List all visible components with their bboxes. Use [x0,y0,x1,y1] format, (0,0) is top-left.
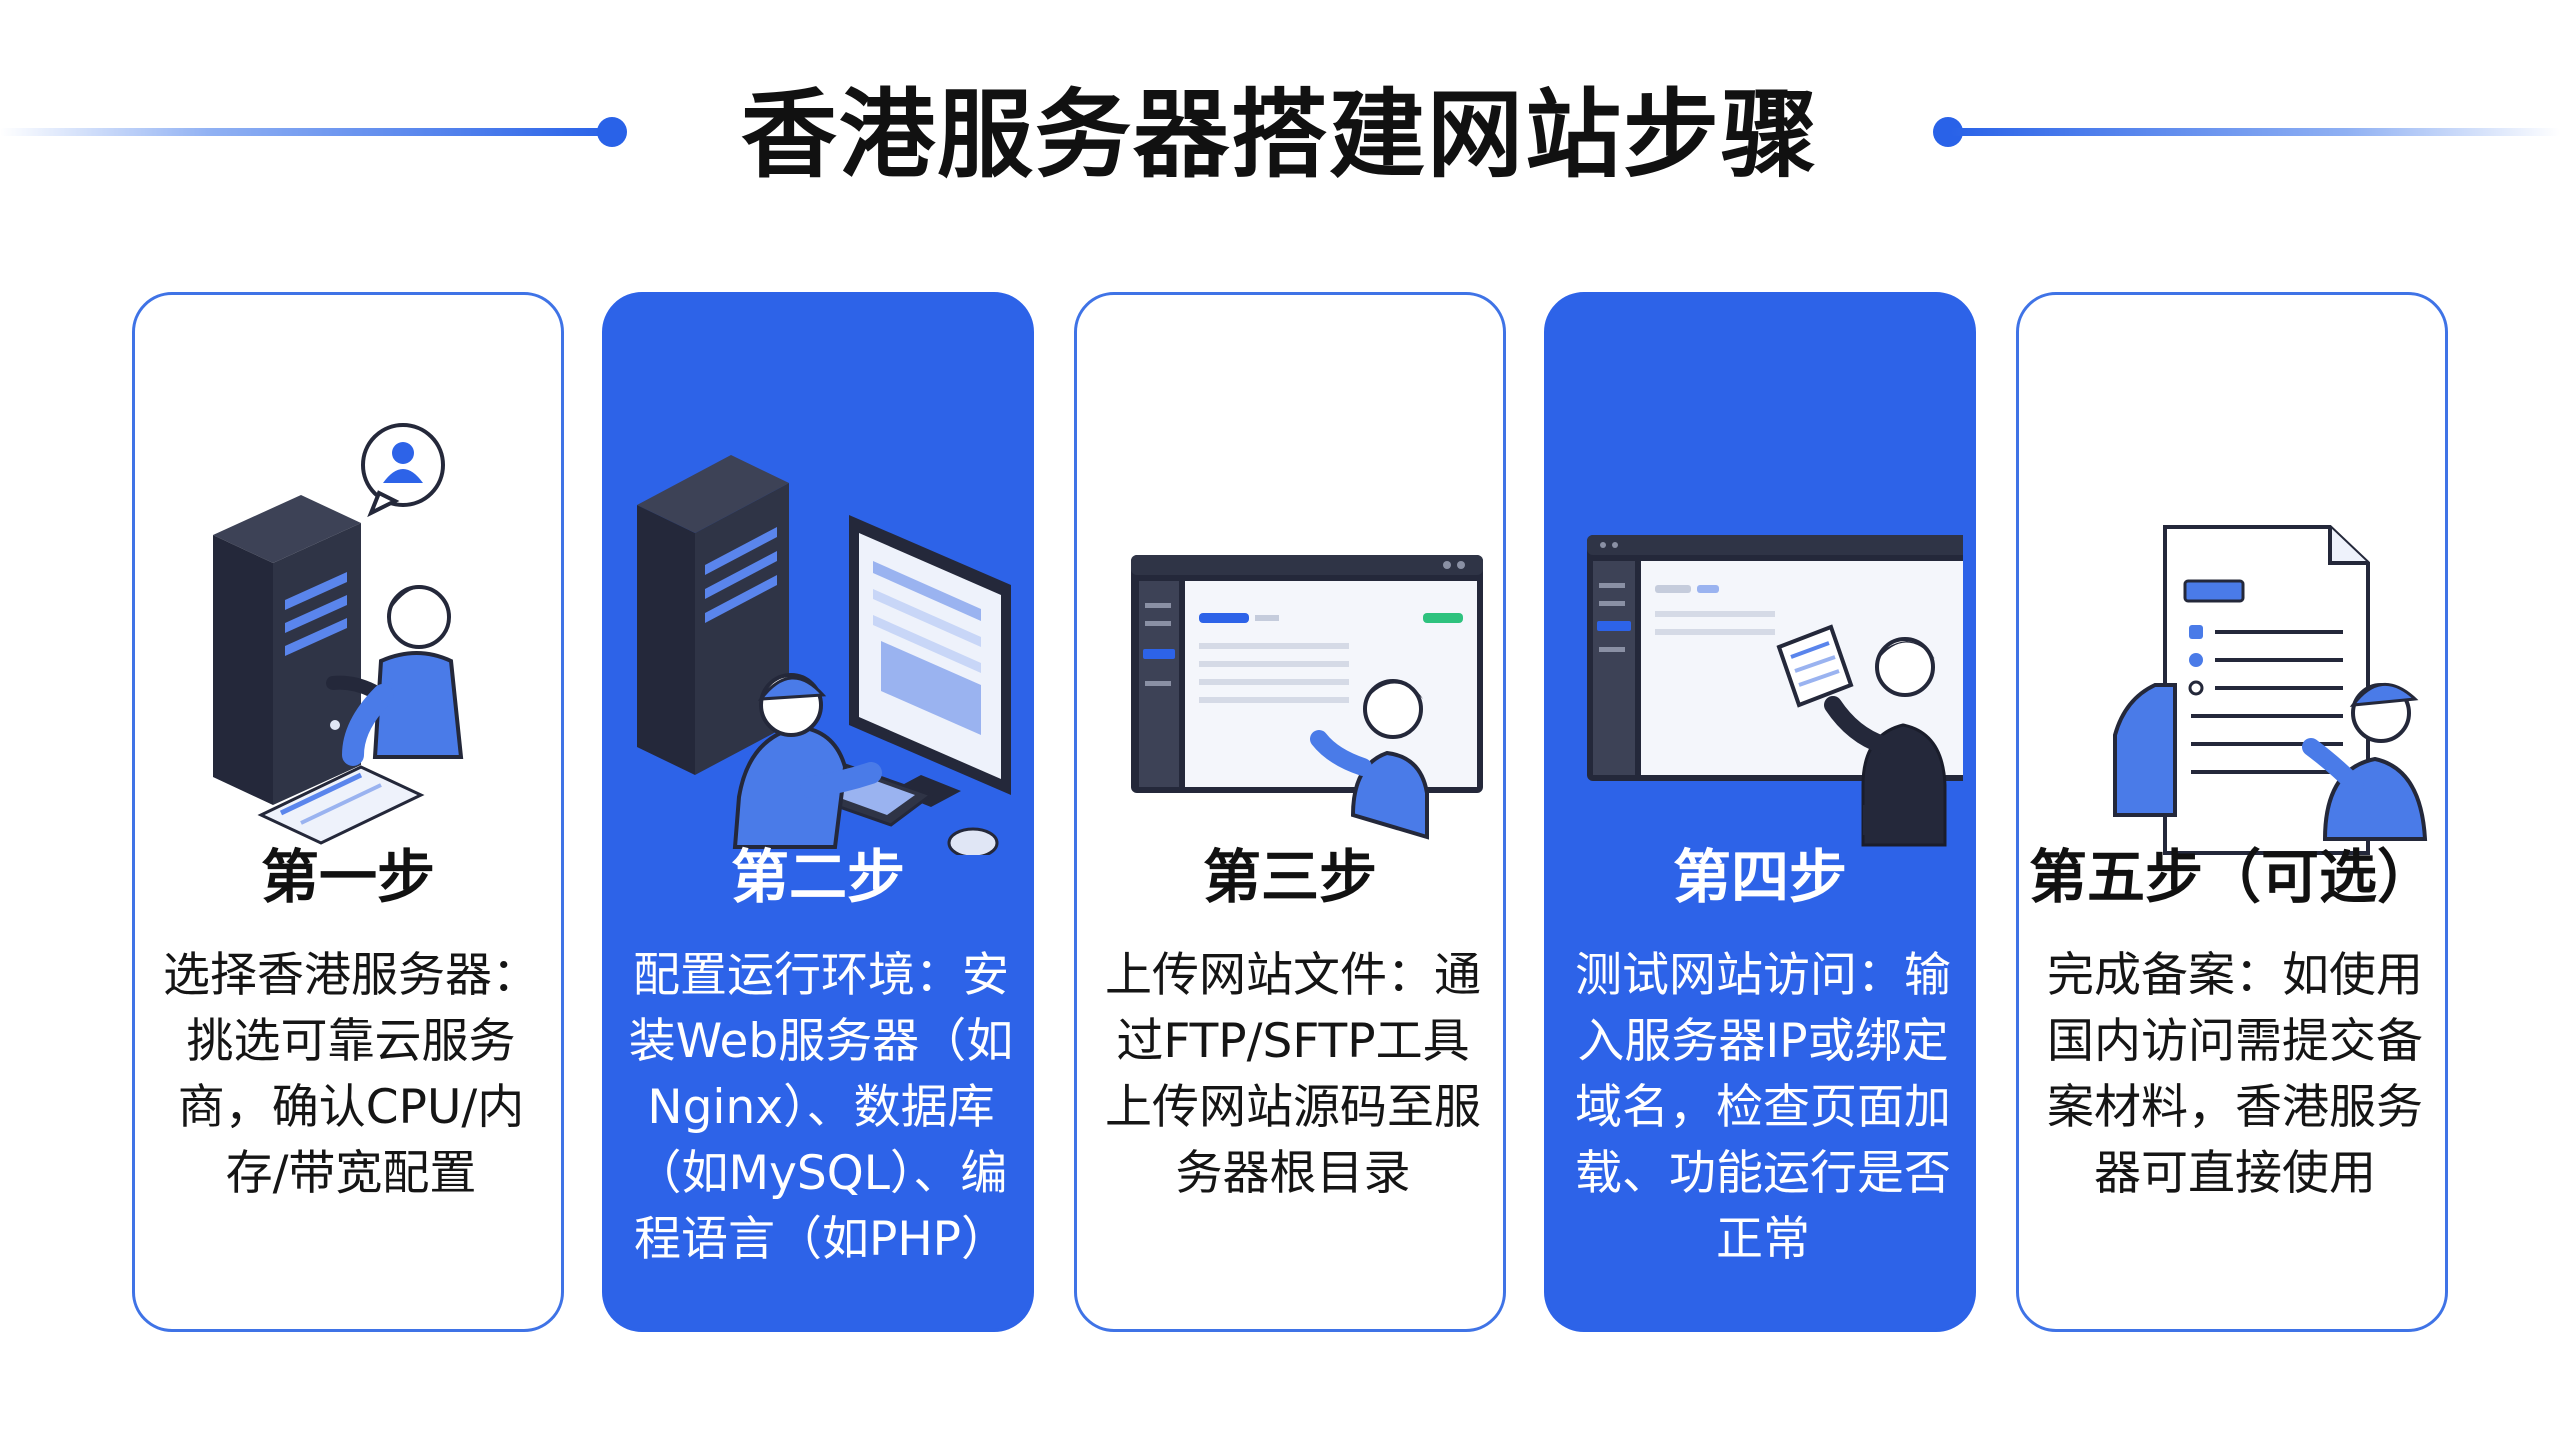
step-description: 测试网站访问：输入服务器IP或绑定域名，检查页面加载、功能运行是否正常 [1575,948,1951,1267]
step-card-5: 第五步（可选） 完成备案：如使用国内访问需提交备案材料，香港服务器可直接使用 [2016,292,2448,1332]
dashboard-upload-icon [1093,395,1493,855]
title-decor-dot-left [597,117,627,147]
step-title: 第一步 [260,843,435,911]
dashboard-test-icon [1563,395,1963,855]
step-title: 第二步 [730,843,905,911]
step-description: 完成备案：如使用国内访问需提交备案材料，香港服务器可直接使用 [2047,948,2423,1201]
step-title: 第五步（可选） [2028,843,2435,911]
step-card-3: 第三步 上传网站文件：通过FTP/SFTP工具上传网站源码至服务器根目录 [1074,292,1506,1332]
step-title: 第三步 [1202,843,1377,911]
title-decor-line-left [0,128,610,136]
page-title: 香港服务器搭建网站步骤 [741,79,1819,191]
title-decor-line-right [1950,128,2560,136]
document-filing-icon [2035,395,2435,855]
step-description: 配置运行环境：安装Web服务器（如Nginx）、数据库（如MySQL）、编程语言… [628,948,1014,1267]
title-row: 香港服务器搭建网站步骤 [0,70,2560,200]
step-card-1: 第一步 选择香港服务器：挑选可靠云服务商，确认CPU/内存/带宽配置 [132,292,564,1332]
server-with-person-icon [151,395,551,855]
step-card-2: 第二步 配置运行环境：安装Web服务器（如Nginx）、数据库（如MySQL）、… [602,292,1034,1332]
step-description: 选择香港服务器：挑选可靠云服务商，确认CPU/内存/带宽配置 [163,948,539,1201]
step-description: 上传网站文件：通过FTP/SFTP工具上传网站源码至服务器根目录 [1105,948,1481,1201]
step-title: 第四步 [1672,843,1847,911]
step-card-4: 第四步 测试网站访问：输入服务器IP或绑定域名，检查页面加载、功能运行是否正常 [1544,292,1976,1332]
server-computer-keyboard-icon [621,395,1021,855]
